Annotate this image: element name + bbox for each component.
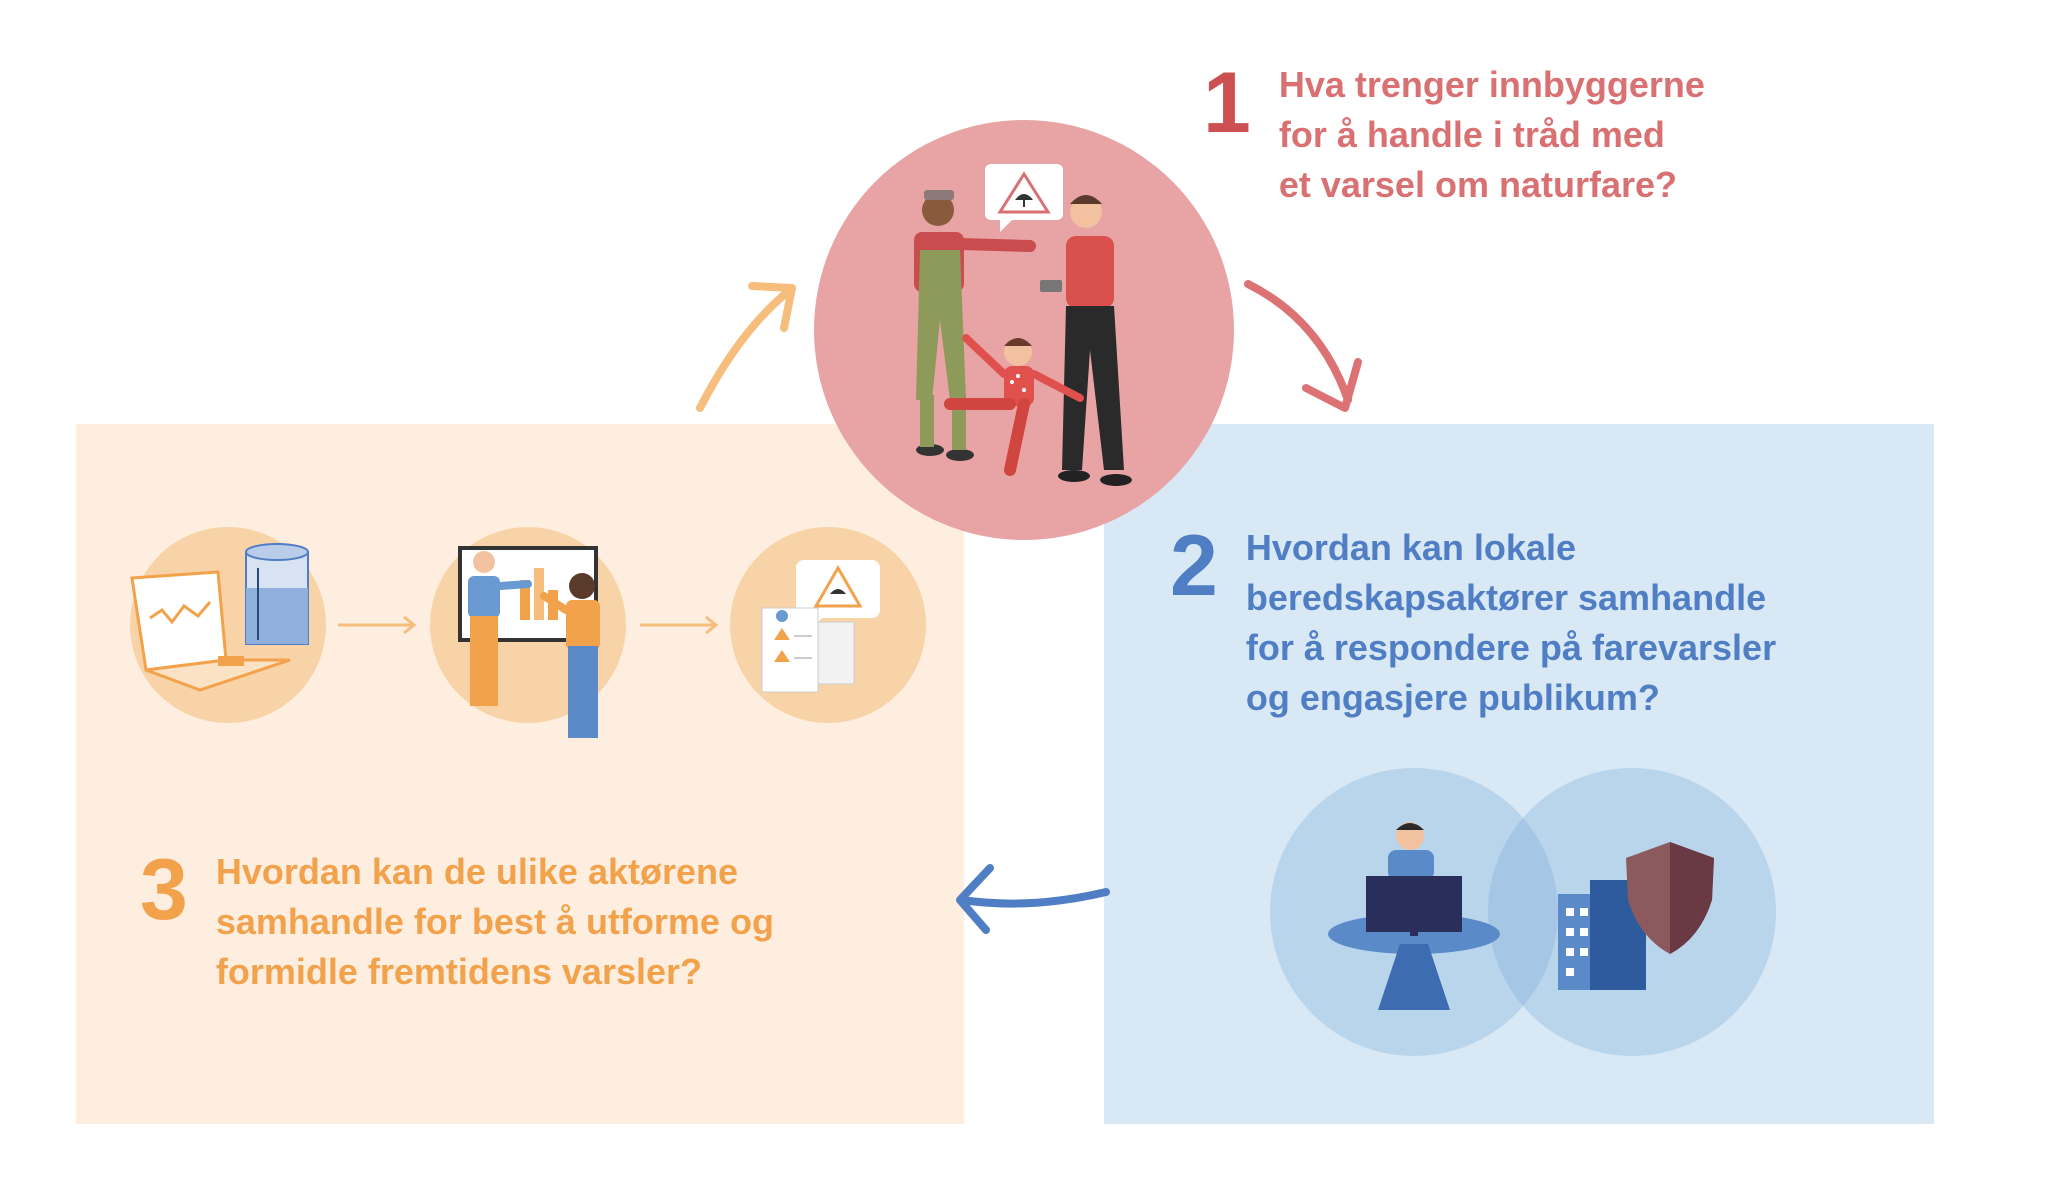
- arrow-pink-to-blue: [1244, 280, 1362, 412]
- small-arrow-1-head: [403, 615, 417, 635]
- step-2-number: 2: [1170, 518, 1218, 614]
- step-3-question: Hvordan kan de ulike aktørene samhandle …: [215, 851, 774, 992]
- rain-gauge-icon: [245, 543, 309, 645]
- step-1-number: 1: [1203, 55, 1251, 151]
- presentation-people-illustration: [430, 527, 626, 738]
- people-group-illustration: [814, 120, 1234, 540]
- step-1-question: Hva trenger innbyggerne for å handle i t…: [1278, 64, 1705, 205]
- small-arrow-2-head: [705, 615, 719, 635]
- step-1: 1 Hva trenger innbyggerne for å handle i…: [1203, 60, 1705, 210]
- step-3: 3 Hvordan kan de ulike aktørene samhandl…: [140, 847, 774, 997]
- step-2-question: Hvordan kan lokale beredskapsaktører sam…: [1245, 527, 1777, 718]
- warning-umbrella-icon: [985, 164, 1063, 232]
- laptop-rain-gauge-illustration: [130, 527, 326, 723]
- person-at-computer-icon: [1328, 822, 1500, 1010]
- man-in-red-sweater: [1040, 195, 1132, 486]
- venn-collaboration-illustration: [1270, 768, 1776, 1056]
- arrow-orange-to-pink: [696, 282, 796, 412]
- warning-documents-icon: [730, 527, 926, 723]
- shield-icon: [1626, 842, 1714, 954]
- man-in-overalls: [914, 190, 1036, 461]
- girl-dancing: [944, 334, 1084, 476]
- arrow-blue-to-orange: [956, 864, 1110, 934]
- laptop-chart-icon: [130, 570, 291, 692]
- step-2: 2 Hvordan kan lokale beredskapsaktører s…: [1170, 523, 1776, 723]
- step-3-number: 3: [140, 842, 188, 938]
